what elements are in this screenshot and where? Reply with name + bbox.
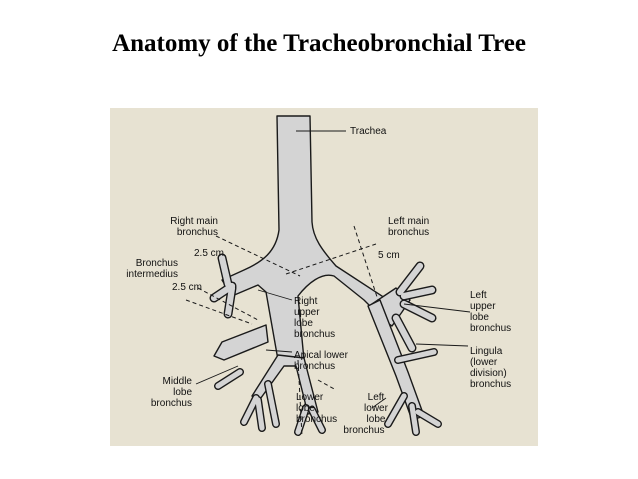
left-upper-twigs-fill bbox=[392, 262, 436, 352]
label-dim-right-main: 2.5 cm bbox=[194, 248, 224, 259]
airway-tree bbox=[209, 115, 442, 436]
figure-panel bbox=[110, 108, 538, 446]
dimension-lines bbox=[185, 225, 379, 437]
label-dim-intermedius: 2.5 cm bbox=[172, 282, 202, 293]
slide-title: Anatomy of the Tracheobronchial Tree bbox=[112, 30, 526, 57]
label-dim-left-main: 5 cm bbox=[378, 250, 400, 261]
left-lower-twigs-fill bbox=[385, 349, 441, 435]
label-trachea: Trachea bbox=[350, 126, 387, 137]
right-upper-twigs-fill bbox=[210, 254, 236, 318]
right-lower-twigs-fill bbox=[215, 369, 325, 435]
right-middle-branch bbox=[213, 324, 269, 361]
trachea-shape bbox=[221, 115, 389, 361]
leader-lines bbox=[195, 130, 471, 409]
